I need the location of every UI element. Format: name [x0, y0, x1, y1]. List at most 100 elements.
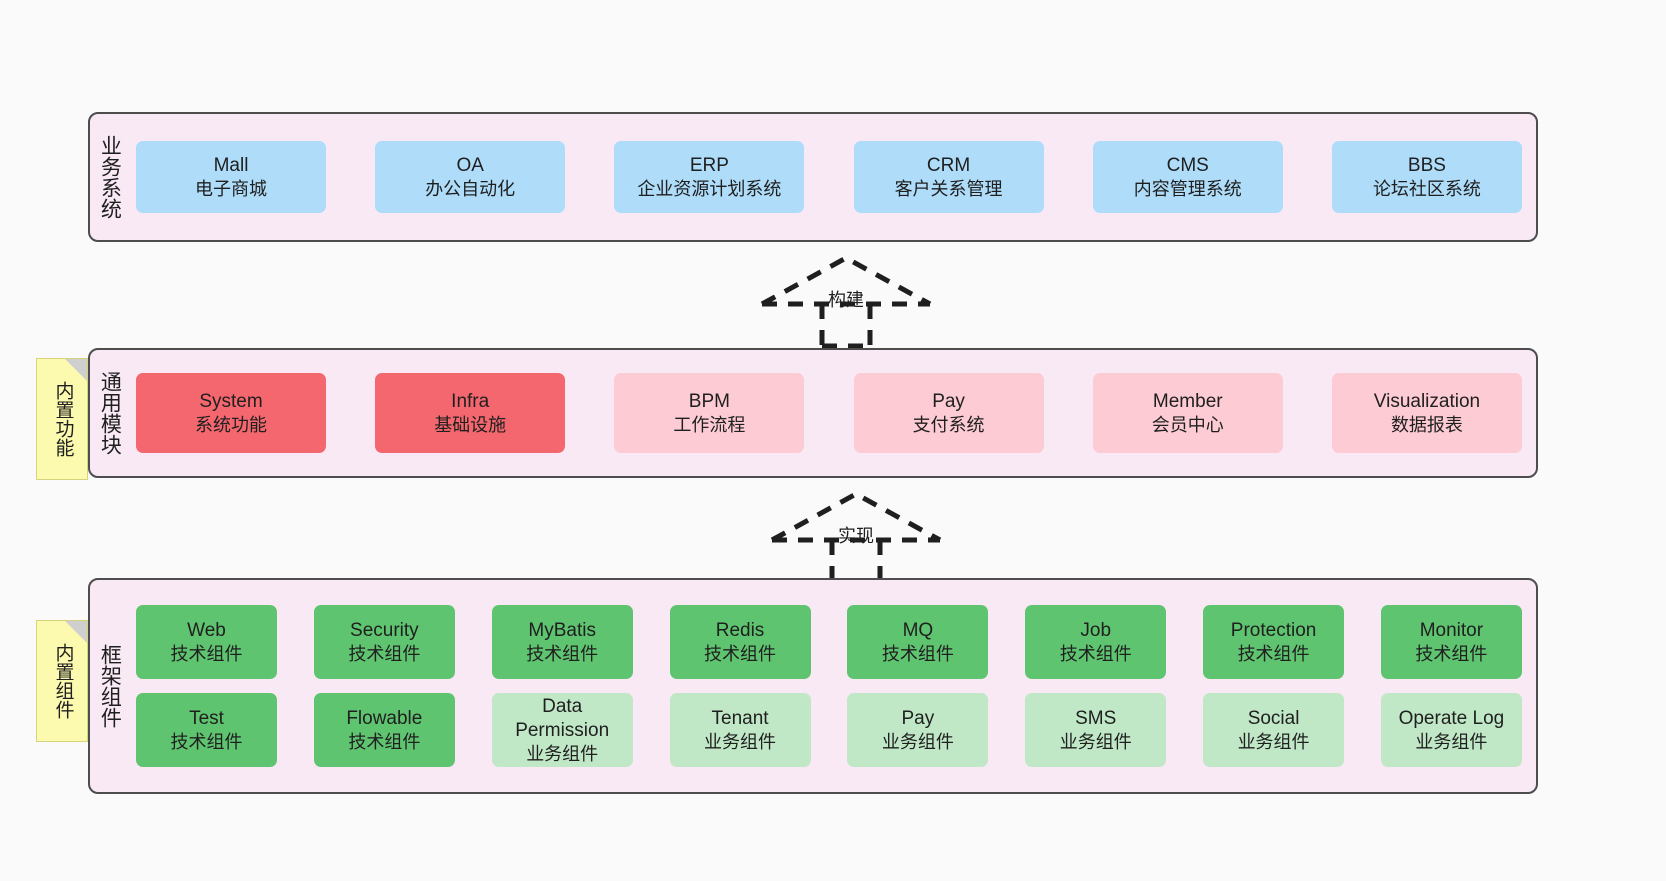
node-crm-en: CRM	[926, 154, 971, 176]
node-infra-cn: 基础设施	[434, 414, 507, 435]
node-social[interactable]: Social 业务组件	[1203, 693, 1345, 767]
node-cms-cn: 内容管理系统	[1133, 178, 1242, 199]
note-builtin-function: 内置功能	[36, 358, 88, 480]
node-mall[interactable]: Mall 电子商城	[136, 141, 326, 213]
layer-framework-title: 框架组件	[98, 644, 122, 728]
node-system-cn: 系统功能	[195, 414, 267, 435]
layer-common-body: System 系统功能 Infra 基础设施 BPM 工作流程 Pay 支付系统…	[128, 350, 1536, 476]
node-visualization-cn: 数据报表	[1390, 414, 1463, 435]
node-system-en: System	[199, 390, 263, 412]
node-bbs[interactable]: BBS 论坛社区系统	[1331, 141, 1522, 213]
node-web-cn: 技术组件	[170, 643, 243, 664]
node-monitor[interactable]: Monitor 技术组件	[1380, 605, 1522, 679]
node-flowable[interactable]: Flowable 技术组件	[313, 693, 455, 767]
node-erp[interactable]: ERP 企业资源计划系统	[614, 141, 805, 213]
node-monitor-en: Monitor	[1419, 619, 1484, 641]
node-job-cn: 技术组件	[1059, 643, 1132, 664]
common-node-row: System 系统功能 Infra 基础设施 BPM 工作流程 Pay 支付系统…	[136, 373, 1522, 453]
node-protection-cn: 技术组件	[1237, 643, 1310, 664]
node-web[interactable]: Web 技术组件	[136, 605, 277, 679]
node-cms-en: CMS	[1166, 154, 1209, 176]
node-tenant[interactable]: Tenant 业务组件	[669, 693, 811, 767]
node-security-en: Security	[350, 619, 419, 641]
node-bbs-en: BBS	[1407, 154, 1446, 176]
node-mq[interactable]: MQ 技术组件	[847, 605, 989, 679]
node-oa[interactable]: OA 办公自动化	[375, 141, 566, 213]
node-pay-module-cn: 支付系统	[912, 414, 985, 435]
node-bbs-cn: 论坛社区系统	[1372, 178, 1481, 199]
node-mybatis[interactable]: MyBatis 技术组件	[491, 605, 633, 679]
node-member[interactable]: Member 会员中心	[1092, 373, 1283, 453]
node-tenant-cn: 业务组件	[704, 731, 777, 752]
node-web-en: Web	[187, 619, 226, 641]
node-social-cn: 业务组件	[1237, 731, 1310, 752]
node-protection-en: Protection	[1230, 619, 1317, 641]
node-data-permission-en: Data Permission	[515, 696, 610, 741]
node-job-en: Job	[1080, 619, 1112, 641]
node-crm-cn: 客户关系管理	[894, 178, 1003, 199]
node-test-cn: 技术组件	[170, 731, 243, 752]
node-protection[interactable]: Protection 技术组件	[1203, 605, 1345, 679]
node-redis-en: Redis	[715, 619, 765, 641]
node-monitor-cn: 技术组件	[1415, 643, 1488, 664]
node-system[interactable]: System 系统功能	[136, 373, 326, 453]
node-flowable-en: Flowable	[346, 707, 423, 729]
node-mall-en: Mall	[213, 154, 249, 176]
business-node-row: Mall 电子商城 OA 办公自动化 ERP 企业资源计划系统 CRM 客户关系…	[136, 141, 1522, 213]
node-cms[interactable]: CMS 内容管理系统	[1092, 141, 1283, 213]
node-data-permission[interactable]: Data Permission 业务组件	[491, 693, 633, 767]
note-builtin-component: 内置组件	[36, 620, 88, 742]
node-crm[interactable]: CRM 客户关系管理	[853, 141, 1044, 213]
connector-implement: 实现	[766, 488, 946, 585]
node-pay-component-en: Pay	[901, 707, 935, 729]
framework-node-row-1: Web 技术组件 Security 技术组件 MyBatis 技术组件 Redi…	[136, 605, 1522, 679]
connector-build-glyph	[760, 255, 932, 349]
node-erp-cn: 企业资源计划系统	[637, 178, 782, 199]
node-visualization-en: Visualization	[1373, 390, 1481, 412]
node-oa-cn: 办公自动化	[425, 178, 516, 199]
node-mq-en: MQ	[902, 619, 934, 641]
node-visualization[interactable]: Visualization 数据报表	[1331, 373, 1522, 453]
node-sms[interactable]: SMS 业务组件	[1025, 693, 1167, 767]
layer-business-body: Mall 电子商城 OA 办公自动化 ERP 企业资源计划系统 CRM 客户关系…	[128, 114, 1536, 240]
node-infra[interactable]: Infra 基础设施	[375, 373, 566, 453]
node-pay-component[interactable]: Pay 业务组件	[847, 693, 989, 767]
connector-build-label: 构建	[828, 290, 864, 310]
node-data-permission-cn: 业务组件	[526, 743, 599, 764]
node-member-en: Member	[1152, 390, 1223, 412]
note-fold-corner-icon	[65, 621, 87, 643]
layer-business-system: 业务系统 Mall 电子商城 OA 办公自动化 ERP 企业资源计划系统 CRM…	[88, 112, 1538, 242]
node-operate-log-cn: 业务组件	[1415, 731, 1488, 752]
node-member-cn: 会员中心	[1151, 414, 1224, 435]
node-sms-en: SMS	[1075, 707, 1117, 729]
node-bpm-cn: 工作流程	[673, 414, 746, 435]
node-oa-en: OA	[456, 154, 484, 176]
node-redis[interactable]: Redis 技术组件	[669, 605, 811, 679]
node-tenant-en: Tenant	[711, 707, 769, 729]
layer-common-title: 通用模块	[98, 371, 122, 455]
node-redis-cn: 技术组件	[704, 643, 777, 664]
node-sms-cn: 业务组件	[1059, 731, 1132, 752]
node-operate-log[interactable]: Operate Log 业务组件	[1380, 693, 1522, 767]
node-job[interactable]: Job 技术组件	[1025, 605, 1167, 679]
layer-business-title: 业务系统	[98, 135, 122, 219]
framework-node-row-2: Test 技术组件 Flowable 技术组件 Data Permission …	[136, 693, 1522, 767]
node-test-en: Test	[189, 707, 224, 729]
node-social-en: Social	[1247, 707, 1300, 729]
node-bpm-en: BPM	[688, 390, 730, 412]
node-bpm[interactable]: BPM 工作流程	[614, 373, 805, 453]
node-erp-en: ERP	[689, 154, 729, 176]
node-security[interactable]: Security 技术组件	[313, 605, 455, 679]
node-mybatis-cn: 技术组件	[526, 643, 599, 664]
layer-framework-component: 框架组件 Web 技术组件 Security 技术组件 MyBatis 技术组件…	[88, 578, 1538, 794]
node-mybatis-en: MyBatis	[528, 619, 596, 641]
layer-common-module: 通用模块 System 系统功能 Infra 基础设施 BPM 工作流程 Pay…	[88, 348, 1538, 478]
node-flowable-cn: 技术组件	[348, 731, 421, 752]
node-pay-module[interactable]: Pay 支付系统	[853, 373, 1044, 453]
node-test[interactable]: Test 技术组件	[136, 693, 277, 767]
node-mq-cn: 技术组件	[881, 643, 954, 664]
node-pay-module-en: Pay	[932, 390, 965, 412]
connector-build: 构建	[756, 252, 936, 349]
node-security-cn: 技术组件	[348, 643, 421, 664]
